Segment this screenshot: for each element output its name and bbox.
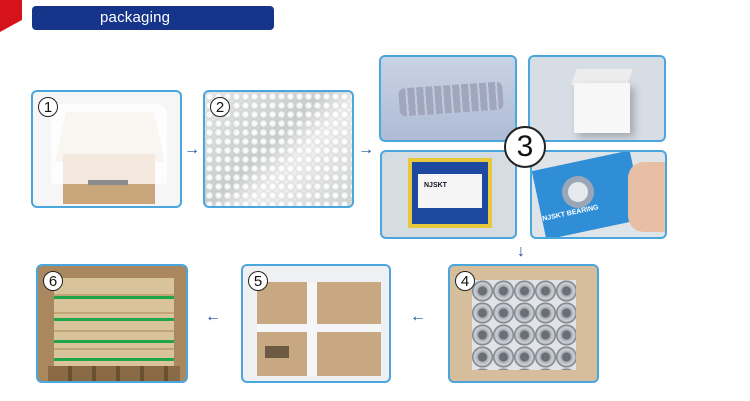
arrow-right-2: → [358, 141, 374, 158]
step-badge-3: 3 [504, 126, 546, 168]
blue-box-brand: NJSKT [424, 182, 447, 189]
plastic-liner [51, 104, 167, 184]
photo-step-3-blue-box: NJSKT [380, 150, 517, 239]
section-header: packaging [32, 6, 274, 30]
step-badge-6: 6 [43, 271, 63, 291]
photo-step-6-pallet: 6 [36, 264, 188, 383]
bearing-tube [398, 81, 504, 117]
photo-step-3-white-box [528, 55, 666, 142]
green-strap [54, 340, 174, 343]
green-strap [54, 296, 174, 299]
arrow-left-2: ← [205, 308, 221, 325]
photo-step-1-carton: 1 [31, 90, 182, 208]
carton-stack [54, 278, 174, 366]
arrow-right-1: → [184, 141, 200, 158]
section-title: packaging [100, 9, 171, 26]
photo-step-5-strapped-carton: 5 [241, 264, 391, 383]
hand-hole [265, 346, 289, 358]
step-badge-5: 5 [248, 271, 268, 291]
white-box [574, 83, 630, 133]
strap-horizontal [257, 324, 381, 332]
plastic-film [450, 266, 597, 381]
arrow-left-1: ← [410, 308, 426, 325]
green-strap [54, 318, 174, 321]
step-badge-1: 1 [38, 97, 58, 117]
hand [628, 162, 665, 232]
blue-box-label [418, 174, 482, 208]
red-corner-tab [0, 0, 22, 32]
step-badge-4: 4 [455, 271, 475, 291]
photo-step-4-bearings-in-carton: 4 [448, 264, 599, 383]
carton-label [88, 180, 128, 185]
wooden-pallet [48, 366, 180, 381]
photo-step-2-bubble-wrap: 2 [203, 90, 354, 208]
photo-step-3-bearing-tube [379, 55, 517, 142]
step-badge-2: 2 [210, 97, 230, 117]
photo-step-3-hand-box: NJSKT BEARING [530, 150, 667, 239]
bearing-grid [472, 280, 576, 370]
arrow-down: ↓ [517, 243, 525, 260]
green-strap [54, 358, 174, 361]
